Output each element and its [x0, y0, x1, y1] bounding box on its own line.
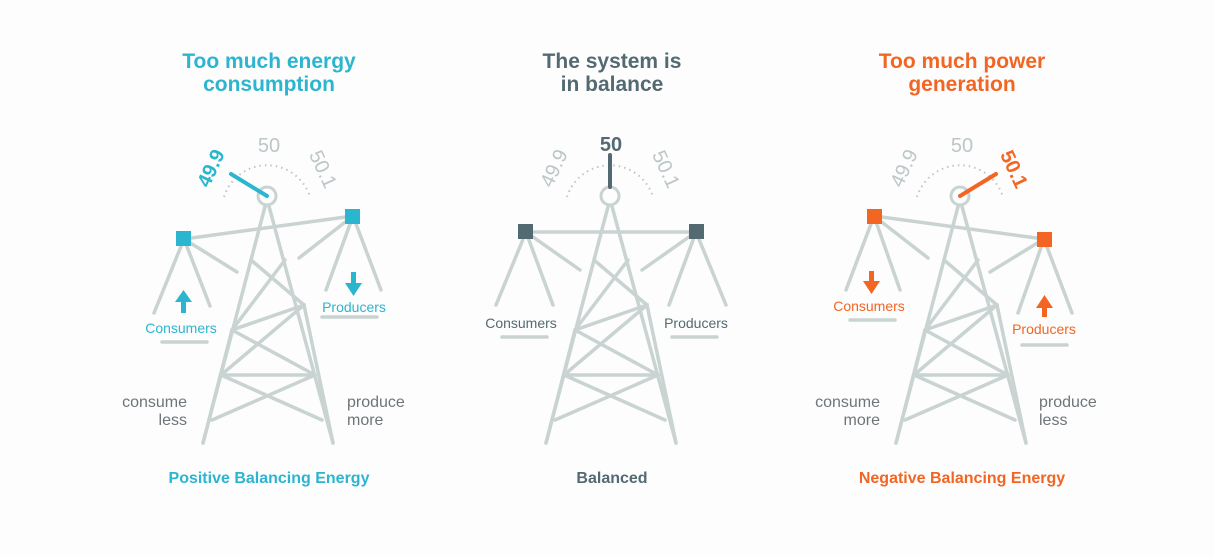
- producers-label: Producers: [664, 315, 728, 331]
- title-line-1: Too much power: [878, 50, 1046, 73]
- side-note-line: produce: [1039, 394, 1097, 411]
- arrow-up-icon: [1036, 295, 1053, 317]
- left-pan-node: [176, 231, 191, 246]
- panel-footer: Positive Balancing Energy: [168, 470, 370, 487]
- dial-label-low: 49.9: [193, 146, 229, 191]
- panel-title: Too much energy consumption: [67, 50, 471, 96]
- title-line-2: generation: [908, 73, 1016, 96]
- side-note-right: produce less: [1039, 394, 1097, 430]
- dial-label-mid: 50: [951, 135, 973, 157]
- arrow-up-icon: [175, 290, 192, 313]
- side-note-left: consume less: [122, 394, 187, 430]
- dial-label-low: 49.9: [536, 146, 572, 191]
- side-note-line: produce: [347, 394, 405, 411]
- pivot-circle: [599, 185, 621, 207]
- title-line-2: consumption: [203, 73, 335, 96]
- panel-balanced: The system is in balance 49.9 50 50.1 Co…: [410, 0, 814, 557]
- side-note-line: less: [1039, 412, 1068, 429]
- dial-label-low: 49.9: [886, 146, 922, 191]
- dial-needle: [229, 172, 269, 198]
- side-note-line: consume: [815, 394, 880, 411]
- right-pan-node: [345, 209, 360, 224]
- panel-footer: Balanced: [576, 470, 648, 487]
- pylon-structure: [152, 197, 383, 445]
- arrow-down-icon: [345, 272, 362, 296]
- pylon-scale-diagram: 49.9 50 50.1 Consumers Producers: [485, 134, 728, 445]
- arrow-down-icon: [863, 271, 880, 294]
- side-note-line: less: [158, 412, 187, 429]
- dial-label-mid: 50: [600, 134, 622, 156]
- pylon-scale-diagram: 49.9 50 50.1 Consumers Producers: [145, 135, 386, 445]
- producers-label: Producers: [322, 299, 386, 315]
- title-line-1: The system is: [542, 50, 682, 73]
- dial-label-mid: 50: [258, 135, 280, 157]
- side-note-line: consume: [122, 394, 187, 411]
- title-line-2: in balance: [560, 73, 664, 96]
- producers-label: Producers: [1012, 321, 1076, 337]
- panel-footer: Negative Balancing Energy: [858, 470, 1066, 487]
- dial-label-high: 50.1: [647, 147, 683, 192]
- panel-too-much-consumption: Too much energy consumption 49.9 50 50.1: [67, 0, 471, 557]
- consumers-label: Consumers: [145, 320, 217, 336]
- consumers-label: Consumers: [833, 298, 905, 314]
- right-pan-node: [689, 224, 704, 239]
- panel-too-much-generation: Too much power generation 49.9 50 50.1: [760, 0, 1164, 557]
- title-line-1: Too much energy: [182, 50, 356, 73]
- consumers-label: Consumers: [485, 315, 557, 331]
- dial-label-high: 50.1: [304, 147, 340, 192]
- side-note-line: more: [347, 412, 384, 429]
- panel-title: Too much power generation: [760, 50, 1164, 96]
- side-note-right: produce more: [347, 394, 405, 430]
- pylon-structure: [494, 197, 728, 445]
- side-note-left: consume more: [815, 394, 880, 430]
- left-pan-node: [867, 209, 882, 224]
- panel-title: The system is in balance: [410, 50, 814, 96]
- right-pan-node: [1037, 232, 1052, 247]
- left-pan-node: [518, 224, 533, 239]
- side-note-line: more: [843, 412, 880, 429]
- dial-label-high: 50.1: [995, 147, 1031, 192]
- pylon-structure: [844, 197, 1074, 445]
- pylon-scale-diagram: 49.9 50 50.1 Consumers Producers: [833, 135, 1076, 445]
- dial-needle: [958, 172, 998, 198]
